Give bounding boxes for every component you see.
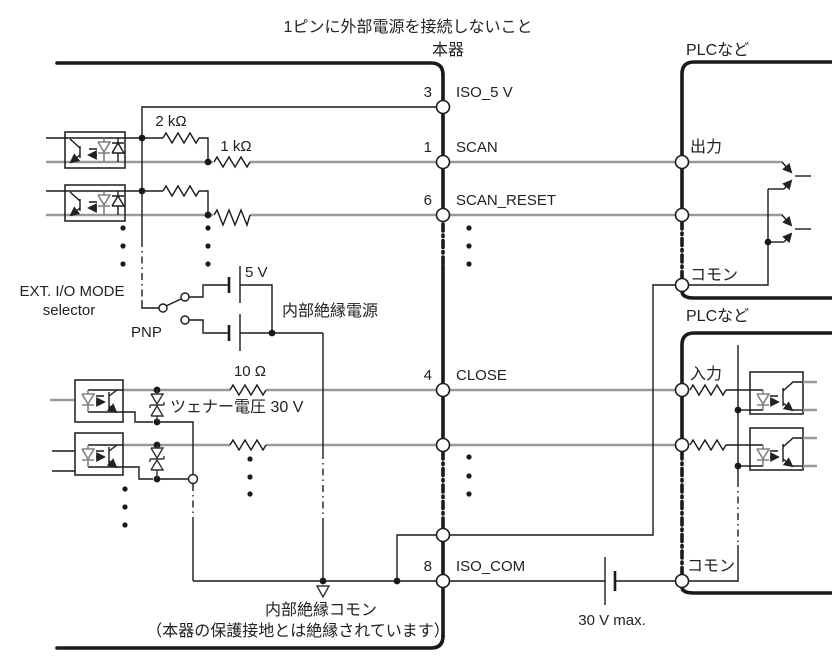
resistor-10 xyxy=(229,383,267,397)
optocoupler-box xyxy=(74,379,124,423)
led-icon xyxy=(756,390,771,410)
output-optocoupler-1 xyxy=(46,131,142,169)
plc-input-label: 入力 xyxy=(690,365,722,383)
pin-1-name: SCAN xyxy=(456,139,498,156)
phototransistor xyxy=(69,138,81,158)
plc-common-top-label: コモン xyxy=(690,267,738,284)
light-arrows-icon xyxy=(770,451,778,457)
light-arrows-icon xyxy=(89,149,97,155)
diode-icon xyxy=(111,138,126,162)
plc2-label: PLCなど xyxy=(686,307,749,325)
input-optocoupler-1: ツェナー電圧 30 V xyxy=(74,379,304,426)
diode-icon xyxy=(111,191,126,215)
text-labels: 1ピンに外部電源を接続しないこと 本器 PLCなど PLCなど 3 ISO_5 … xyxy=(284,18,750,575)
phototransistor xyxy=(69,191,81,211)
plc-common-bottom-label: コモン xyxy=(687,558,735,575)
pin-8-terminal xyxy=(435,573,451,589)
light-arrows-icon xyxy=(89,202,97,208)
pin-4-name: CLOSE xyxy=(456,367,507,384)
plc1-label: PLCなど xyxy=(686,41,749,59)
common-arrow-icon xyxy=(315,585,331,599)
output-optocoupler-2 xyxy=(46,184,142,222)
supply-5v-label: 5 V xyxy=(245,264,268,281)
led-icon xyxy=(81,445,96,467)
optocoupler-box xyxy=(64,184,126,222)
light-arrows-icon xyxy=(96,396,104,402)
device-pins xyxy=(435,99,451,589)
pin-3-number: 3 xyxy=(424,84,432,101)
resistor-2k-label: 2 kΩ xyxy=(155,113,186,130)
pin-terminal xyxy=(435,527,451,543)
pin-3-terminal xyxy=(435,99,451,115)
optocoupler-box xyxy=(749,371,804,415)
device-frame xyxy=(55,61,445,650)
vmax-label: 30 V max. xyxy=(578,612,646,629)
plc2-internals xyxy=(689,345,817,582)
external-source: 30 V max. xyxy=(450,557,675,629)
light-arrows-icon xyxy=(770,396,778,402)
pin-8-number: 8 xyxy=(424,558,432,575)
phototransistor xyxy=(782,437,803,462)
light-arrows-icon xyxy=(96,451,104,457)
pin-4-terminal xyxy=(435,382,451,398)
resistor-10-label: 10 Ω xyxy=(234,363,266,380)
resistor-2k xyxy=(162,131,200,145)
led-icon xyxy=(756,445,771,466)
led-icon xyxy=(97,138,112,162)
pin-4-number: 4 xyxy=(424,367,432,384)
internal-supply-label: 内部絶縁電源 xyxy=(282,302,378,320)
pin-6-number: 6 xyxy=(424,192,432,209)
internal-common-label: 内部絶縁コモン xyxy=(265,601,377,619)
plc1-common-wire xyxy=(450,284,676,536)
mode-selector: EXT. I/O MODE selector PNP xyxy=(19,283,190,341)
pin-3-name: ISO_5 V xyxy=(456,84,513,101)
input-optocoupler-2 xyxy=(52,432,267,485)
pnp-label: PNP xyxy=(131,324,162,341)
resistor-1k xyxy=(213,155,251,169)
bidirectional-zener-icon xyxy=(149,390,165,422)
plc-input-resistor-2 xyxy=(689,438,727,452)
led-icon xyxy=(97,191,112,215)
phototransistor xyxy=(782,381,803,406)
plc1-frame xyxy=(680,60,832,300)
led-icon xyxy=(81,390,96,412)
plc-input-resistor-1 xyxy=(689,383,727,397)
pin-6-terminal xyxy=(435,207,451,223)
bidirectional-zener-icon xyxy=(149,445,165,479)
pin-6-name: SCAN_RESET xyxy=(456,192,556,209)
pin-1-number: 1 xyxy=(424,139,432,156)
close-line-resistor: 10 Ω xyxy=(229,363,267,397)
resistor-1k-label: 1 kΩ xyxy=(220,138,251,155)
resistor-2k-row2 xyxy=(162,184,200,198)
selector-label-1: EXT. I/O MODE xyxy=(19,283,124,300)
junction-terminal xyxy=(187,473,199,485)
zener-note: ツェナー電圧 30 V xyxy=(170,399,304,416)
pin-1-terminal xyxy=(435,154,451,170)
pin-terminal xyxy=(435,437,451,453)
selector-label-2: selector xyxy=(43,302,96,319)
optocoupler-box xyxy=(749,427,804,471)
plc1-internals xyxy=(450,161,811,536)
device-label: 本器 xyxy=(432,41,464,59)
resistor-1k-row2 xyxy=(213,208,251,228)
plc-output-label: 出力 xyxy=(690,138,722,156)
internal-common-note: （本器の保護接地とは絶縁されています） xyxy=(146,622,450,640)
pin-8-name: ISO_COM xyxy=(456,558,525,575)
optocoupler-box xyxy=(64,131,126,169)
switch-lever xyxy=(165,298,182,307)
continuation-dots xyxy=(120,225,472,528)
resistor-10-row2 xyxy=(229,438,267,452)
optocoupler-box xyxy=(74,432,124,476)
iso5v-network: 2 kΩ 1 kΩ xyxy=(138,106,436,309)
warning-note: 1ピンに外部電源を接続しないこと xyxy=(284,18,533,36)
plc-terminals xyxy=(674,154,690,589)
internal-isolated-supply: 5 V 内部絶縁電源 xyxy=(189,264,378,581)
internal-common-rails: 内部絶縁コモン （本器の保護接地とは絶縁されています） xyxy=(146,421,450,640)
